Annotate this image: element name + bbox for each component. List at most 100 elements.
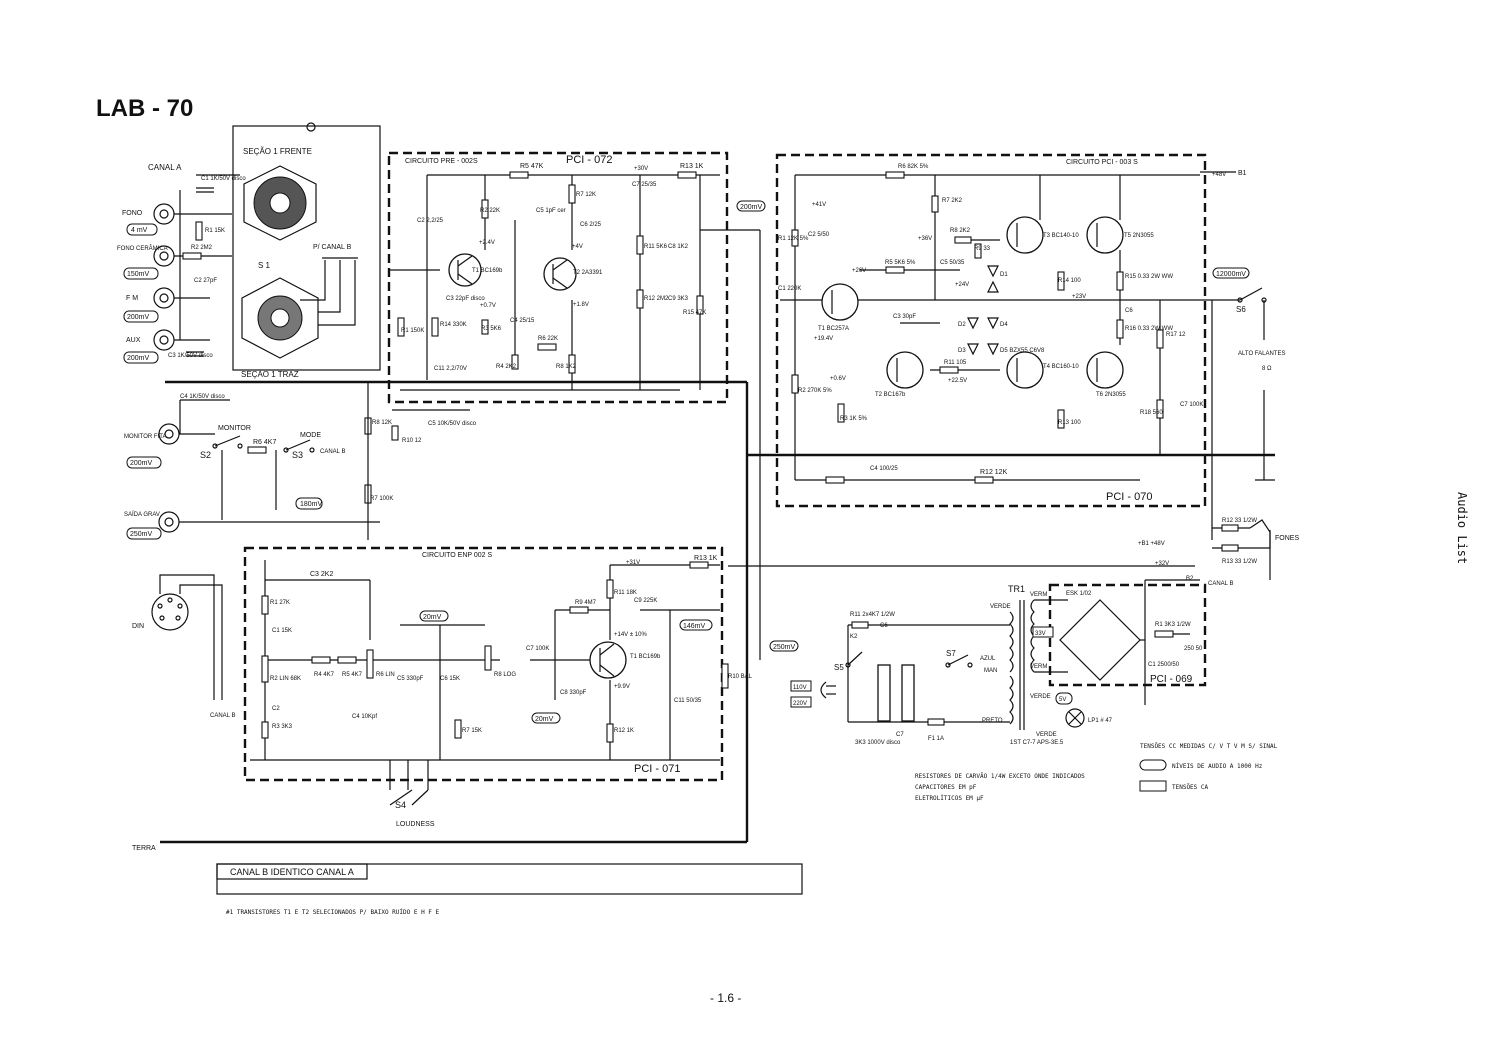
power-switch-s5[interactable] (845, 651, 863, 668)
pre-part-c7: C7 25/35 (632, 182, 657, 188)
note-resistors: RESISTORES DE CARVÃO 1/4W EXCETO ONDE IN… (915, 773, 1085, 780)
tr1-label: TR1 (1008, 584, 1025, 594)
pwr-part-r14: R14 100 (1058, 278, 1081, 284)
pre-transistor-t2 (543, 257, 577, 291)
switch-s6[interactable] (1237, 287, 1267, 303)
pwr-r9 (974, 243, 982, 259)
saida-grav-label: SAÍDA GRAV (124, 511, 160, 518)
pwr-transistor-t6 (1086, 351, 1124, 389)
transformer-spec: 1ST C7-7 APS-3E.5 (1010, 740, 1064, 746)
ac-level-badge (1032, 626, 1054, 638)
bal-level-badge (769, 640, 799, 652)
pre-level: 200mV (740, 204, 763, 211)
power-circuit-label: CIRCUITO PCI - 003 S (1066, 159, 1138, 166)
tone-in-level-badge (419, 610, 449, 622)
canal-b-tab (216, 863, 368, 880)
note-electrolytics: ELETROLÍTICOS EM µF (915, 794, 984, 802)
phones-jack[interactable] (1249, 519, 1271, 580)
tone-in-level: 20mV (423, 614, 442, 621)
fm-jack[interactable] (153, 287, 175, 309)
monitor-level-badge (126, 456, 162, 469)
pre-r12 (636, 289, 644, 309)
pre-part-v1: +2.4V (479, 240, 495, 246)
side-watermark: Audio List (1455, 492, 1469, 564)
alto-falantes-label: ALTO FALANTES (1238, 351, 1285, 357)
psu-part-c1: C1 2500/50 (1148, 662, 1180, 668)
pwr-r8 (954, 236, 972, 244)
pwr-level-badge (1212, 267, 1250, 279)
pwr-part-r7: R7 2K2 (942, 198, 963, 204)
legend-ac: TENSÕES CA (1172, 784, 1209, 791)
pre-part-r3: R3 5K6 (481, 326, 502, 332)
psu-circuit (847, 579, 1200, 730)
azul-label: AZUL (980, 656, 996, 662)
tone-mid-level: 20mV (535, 716, 554, 723)
voltage-selector-s7[interactable] (945, 654, 973, 668)
legend-title: TENSÕES CC MEDIDAS C/ V T V M S/ SINAL (1140, 743, 1278, 750)
pwr-part-c7: C7 100K (1180, 402, 1203, 408)
s6-label: S6 (1236, 305, 1246, 314)
pwr-part-c2: C2 5/50 (808, 232, 830, 238)
tone-r6 (366, 649, 374, 679)
pwr-part-v24: +24V (955, 282, 969, 288)
part-c3: C3 1K/50V disco (168, 353, 213, 359)
pre-r3 (481, 319, 489, 335)
page-number: - 1.6 - (710, 991, 741, 1005)
tone-control-board (243, 546, 724, 782)
din-connector[interactable] (151, 593, 189, 631)
tone-part-c2: C2 (272, 706, 280, 712)
monitor-label: MONITOR FITA (124, 434, 166, 440)
pre-r4 (511, 354, 519, 370)
pwr-part-v194: +19.4V (814, 336, 833, 342)
selector-frame (232, 125, 381, 371)
pre-part-c11: C11 2,2/70V (434, 366, 467, 372)
s1-label: S 1 (258, 261, 271, 270)
tone-part-c6: C6 15K (440, 676, 460, 682)
switch-s4[interactable] (389, 760, 429, 806)
pre-part-r12: R12 2M2 (644, 296, 669, 302)
selector-wafer-back[interactable] (241, 277, 319, 359)
mains-plug[interactable] (820, 681, 836, 699)
selector-wafer-front[interactable] (243, 165, 317, 241)
pwr-part-r16: R16 0.33 2W WW (1125, 326, 1173, 332)
psu-part-c7: C7 (896, 732, 904, 738)
pre-part-r5: R5 47K (520, 163, 544, 170)
tone-part-c11: C11 50/35 (674, 698, 702, 704)
v220-badge (790, 696, 812, 708)
tone-part-r5: R5 4K7 (342, 672, 363, 678)
part-r1: R1 15K (205, 228, 225, 234)
b1-psu-label: +B1 +48V (1138, 541, 1165, 547)
phones-r13-label: R13 33 1/2W (1222, 559, 1257, 565)
tone-r11 (606, 579, 614, 599)
pwr-part-c3: C3 30pF (893, 314, 916, 320)
aux-level-badge (123, 351, 159, 364)
fm-level: 200mV (127, 314, 150, 321)
pwr-transistor-t2 (886, 351, 924, 389)
part-r7-left: R7 100K (370, 496, 393, 502)
pwr-r3 (837, 403, 845, 423)
v110-badge (790, 680, 812, 692)
psu-part-c2: 250 50 (1184, 646, 1203, 652)
fono-ceramica-level-badge (123, 267, 159, 280)
tone-part-v31: +31V (626, 560, 640, 566)
pre-part-r6: R6 22K (538, 336, 558, 342)
tone-r13 (689, 561, 709, 569)
pre-part-r4: R4 2K2 (496, 364, 517, 370)
tone-r8 (484, 645, 492, 671)
pwr-part-r3: R3 1K 5% (840, 416, 868, 422)
pre-r8 (568, 354, 576, 374)
pre-r1 (397, 317, 405, 337)
tone-part-r2: R2 LIN 68K (270, 676, 301, 682)
switch-s2[interactable] (212, 435, 243, 449)
switch-s3[interactable] (283, 439, 315, 453)
saida-grav-jack[interactable] (158, 511, 180, 533)
part-r2: R2 2M2 (191, 245, 213, 251)
tone-part-r1: R1 27K (270, 600, 290, 606)
man-label: MAN (984, 668, 997, 674)
fono-jack[interactable] (153, 203, 175, 225)
fono-level: 4 mV (131, 227, 148, 234)
tone-part-r9: R9 4M7 (575, 600, 597, 606)
fm-level-badge (123, 310, 159, 323)
pwr-part-c6: C6 (1125, 308, 1133, 314)
aux-jack[interactable] (153, 329, 175, 351)
